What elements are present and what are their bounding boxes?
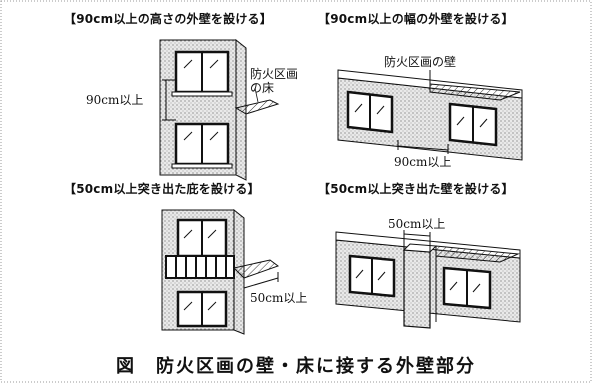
panel-1-floor-label-2: の床 (250, 81, 274, 95)
panel-1-title: 【90cm以上の高さの外壁を設ける】 (64, 12, 272, 26)
right-window (448, 102, 498, 147)
panel-1-drawing (159, 38, 280, 181)
panel-3-drawing (161, 208, 280, 335)
panel-1-floor-label-1: 防火区画 (250, 66, 298, 81)
lower-window (171, 122, 233, 169)
panel-2-wall-label: 防火区画の壁 (384, 54, 456, 69)
panel-3-title: 【50cm以上突き出た庇を設ける】 (64, 182, 260, 196)
panel-4-dimension-label: 50cm以上 (388, 217, 445, 231)
panel-4-title: 【50cm以上突き出た壁を設ける】 (318, 182, 514, 196)
panel-2-dimension-label: 90cm以上 (394, 155, 451, 169)
balcony-railing (165, 255, 235, 279)
panel-4-drawing (335, 230, 521, 329)
panel-3-dimension-label: 50cm以上 (250, 291, 307, 305)
upper-window (171, 50, 233, 97)
left-window (346, 90, 394, 134)
panel-2-drawing (337, 69, 523, 161)
panel-2-title: 【90cm以上の幅の外壁を設ける】 (318, 12, 514, 26)
figure-caption: 図 防火区画の壁・床に接する外壁部分 (116, 356, 476, 377)
panel-1-dimension-label: 90cm以上 (86, 93, 143, 107)
